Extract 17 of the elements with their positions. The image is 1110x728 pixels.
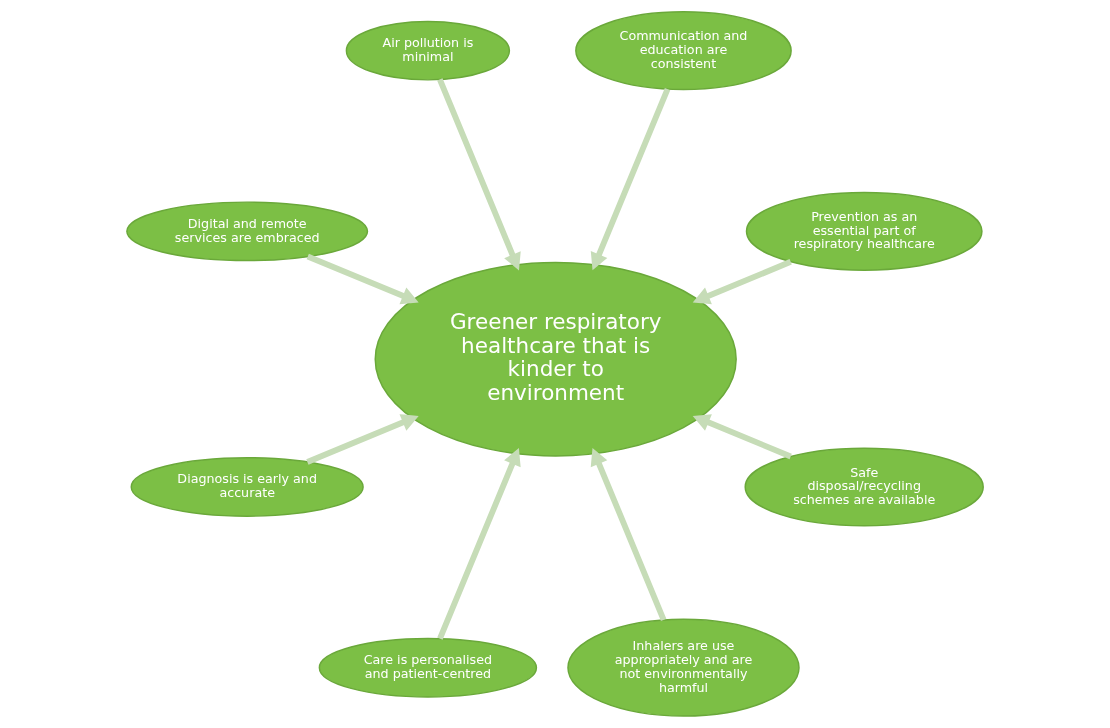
node-ellipse: Safe disposal/recycling schemes are available [744, 447, 984, 527]
arrow [590, 448, 667, 621]
arrow [437, 447, 521, 640]
arrow [437, 78, 521, 271]
arrow [692, 414, 792, 460]
arrow [306, 414, 419, 465]
node-ellipse: Diagnosis is early and accurate [130, 457, 364, 517]
node-ellipse: Greener respiratory healthcare that is kinder to environment [374, 261, 737, 457]
node-ellipse: Air pollution is minimal [345, 20, 511, 81]
node-ellipse: Inhalers are use appropriately and are not environmentally harmful [567, 618, 800, 717]
node-ellipse: Prevention as an essential part of respiratory healthcare [745, 191, 983, 271]
arrow [692, 259, 792, 305]
arrow [590, 87, 671, 271]
node-ellipse: Care is personalised and patient-centred [318, 637, 538, 698]
node-ellipse: Digital and remote services are embraced [126, 201, 369, 262]
arrow [306, 253, 419, 305]
node-ellipse: Communication and education are consistent [575, 11, 792, 91]
